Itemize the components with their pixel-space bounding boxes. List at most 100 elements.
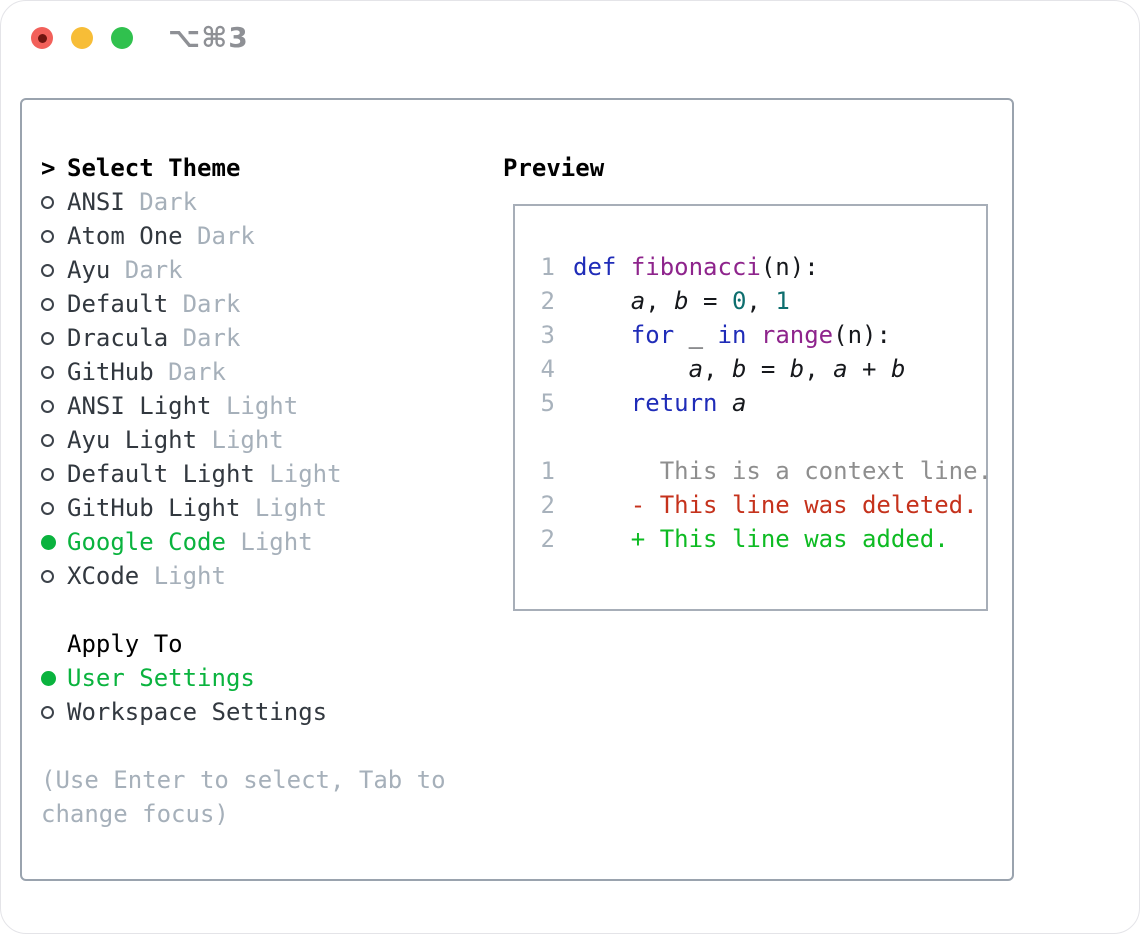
theme-name: Google Code <box>67 528 226 556</box>
diff-line-deleted: 2 - This line was deleted. <box>531 488 986 522</box>
code-token: def <box>573 253 617 281</box>
code-token <box>573 355 689 383</box>
code-line: 4 a, b = b, a + b <box>531 352 986 386</box>
select-theme-title: Select Theme <box>67 154 241 182</box>
circle-glyph <box>41 263 54 277</box>
code-token: b <box>731 355 747 383</box>
theme-option[interactable]: GitHub Dark <box>41 355 461 389</box>
code-token: + <box>847 355 891 383</box>
theme-option[interactable]: ANSI Light Light <box>41 389 461 423</box>
circle-glyph <box>41 501 54 515</box>
theme-variant: Light <box>254 460 342 488</box>
diff-line-added: 2 + This line was added. <box>531 522 986 556</box>
theme-name: GitHub <box>67 358 154 386</box>
close-button[interactable] <box>31 27 53 49</box>
radio-icon <box>41 263 67 277</box>
preview-title: Preview <box>503 154 605 182</box>
diff-text: - This line was deleted. <box>573 491 978 519</box>
theme-option[interactable]: Ayu Dark <box>41 253 461 287</box>
code-token: b <box>789 355 805 383</box>
theme-option[interactable]: XCode Light <box>41 559 461 593</box>
radio-icon <box>41 331 67 345</box>
radio-selected-icon <box>41 534 67 550</box>
theme-name: Ayu <box>67 256 111 284</box>
radio-selected-icon <box>41 670 67 686</box>
theme-option[interactable]: Ayu Light Light <box>41 423 461 457</box>
radio-icon <box>41 195 67 209</box>
code-token: a <box>731 389 747 417</box>
theme-name: Ayu Light <box>67 426 198 454</box>
zoom-button[interactable] <box>111 27 133 49</box>
theme-variant: Light <box>240 494 328 522</box>
code-line: 3 for _ in range(n): <box>531 318 986 352</box>
theme-name: ANSI <box>67 188 125 216</box>
spacer <box>41 593 461 627</box>
theme-variant: Dark <box>168 290 241 318</box>
code-token: = <box>688 287 732 315</box>
theme-option[interactable]: Atom One Dark <box>41 219 461 253</box>
theme-variant: Dark <box>153 358 226 386</box>
theme-option[interactable]: GitHub Light Light <box>41 491 461 525</box>
circle-glyph <box>41 705 54 719</box>
theme-variant: Light <box>225 528 313 556</box>
radio-icon <box>41 399 67 413</box>
theme-option[interactable]: ANSI Dark <box>41 185 461 219</box>
code-token: range <box>760 321 834 349</box>
code-token: , <box>703 355 732 383</box>
traffic-lights <box>31 27 133 49</box>
code-token: a <box>688 355 704 383</box>
code-token: b <box>890 355 906 383</box>
theme-variant: Light <box>211 392 299 420</box>
code-token: (n): <box>760 253 819 281</box>
theme-option[interactable]: Dracula Dark <box>41 321 461 355</box>
apply-to-title: Apply To <box>67 630 183 658</box>
minimize-button[interactable] <box>71 27 93 49</box>
window-title: ⌥⌘3 <box>168 21 249 54</box>
close-dot-icon <box>37 33 47 43</box>
theme-name: Dracula <box>67 324 169 352</box>
code-token: 0 <box>731 287 747 315</box>
circle-glyph <box>41 297 54 311</box>
line-number: 1 <box>540 457 555 485</box>
spacer <box>41 729 461 763</box>
theme-option[interactable]: Default Dark <box>41 287 461 321</box>
radio-icon <box>41 569 67 583</box>
code-token <box>616 253 630 281</box>
blank-line <box>531 420 986 454</box>
code-token: , <box>645 287 675 315</box>
theme-option[interactable]: Default Light Light <box>41 457 461 491</box>
theme-option[interactable]: Google Code Light <box>41 525 461 559</box>
code-line: 2 a, b = 0, 1 <box>531 284 986 318</box>
code-token: , <box>804 355 834 383</box>
apply-to-label: Workspace Settings <box>67 698 328 726</box>
apply-to-option[interactable]: Workspace Settings <box>41 695 461 729</box>
circle-glyph <box>41 229 54 243</box>
line-number: 2 <box>540 491 555 519</box>
radio-icon <box>41 365 67 379</box>
theme-name: GitHub Light <box>67 494 241 522</box>
circle-glyph <box>41 399 54 413</box>
radio-icon <box>41 229 67 243</box>
code-token: a <box>833 355 848 383</box>
apply-to-option[interactable]: User Settings <box>41 661 461 695</box>
radio-icon <box>41 467 67 481</box>
line-number: 2 <box>540 525 555 553</box>
code-token: _ <box>674 321 718 349</box>
radio-icon <box>41 705 67 719</box>
circle-glyph <box>41 195 54 209</box>
theme-variant: Dark <box>124 188 198 216</box>
circle-glyph <box>41 433 54 447</box>
line-number: 2 <box>540 287 555 315</box>
line-number: 5 <box>540 389 555 417</box>
code-token <box>573 389 631 417</box>
theme-variant: Dark <box>182 222 255 250</box>
theme-name: Default <box>67 290 169 318</box>
circle-glyph <box>41 331 54 345</box>
circle-glyph <box>41 670 56 686</box>
